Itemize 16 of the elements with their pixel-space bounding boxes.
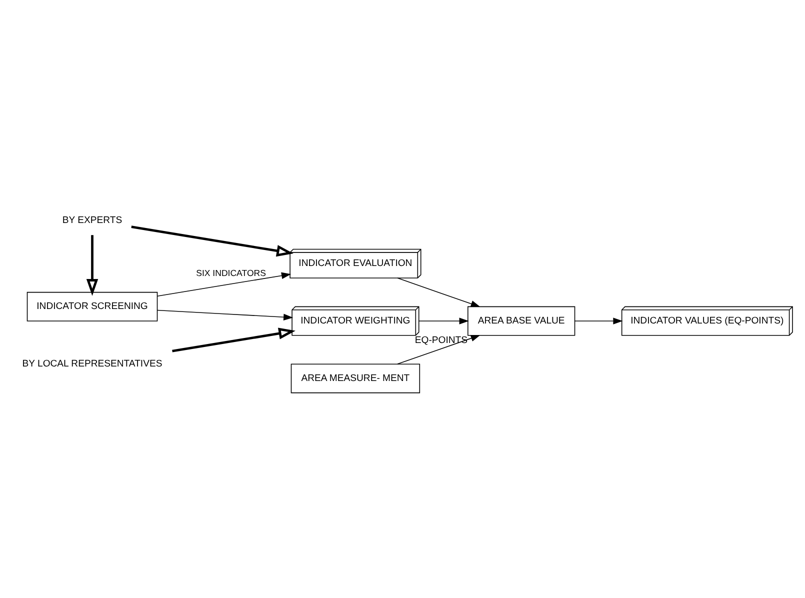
node-label: EQ-POINTS bbox=[414, 334, 468, 346]
arrow bbox=[156, 272, 292, 296]
node-text: BY LOCAL REPRESENTATIVES bbox=[22, 358, 162, 370]
node-box: INDICATOR SCREENING bbox=[26, 291, 158, 321]
arrow bbox=[397, 334, 480, 364]
node-box: AREA BASE VALUE bbox=[468, 306, 576, 336]
edge-label: SIX INDICATORS bbox=[196, 268, 266, 278]
arrow bbox=[156, 309, 294, 320]
arrow bbox=[86, 234, 98, 296]
arrow bbox=[172, 327, 296, 352]
arrow bbox=[574, 317, 623, 324]
node-box: AREA MEASURE- MENT bbox=[290, 363, 420, 393]
node-text: BY EXPERTS bbox=[62, 214, 122, 226]
arrow bbox=[418, 317, 469, 324]
arrow bbox=[397, 277, 480, 307]
arrow bbox=[131, 225, 294, 256]
